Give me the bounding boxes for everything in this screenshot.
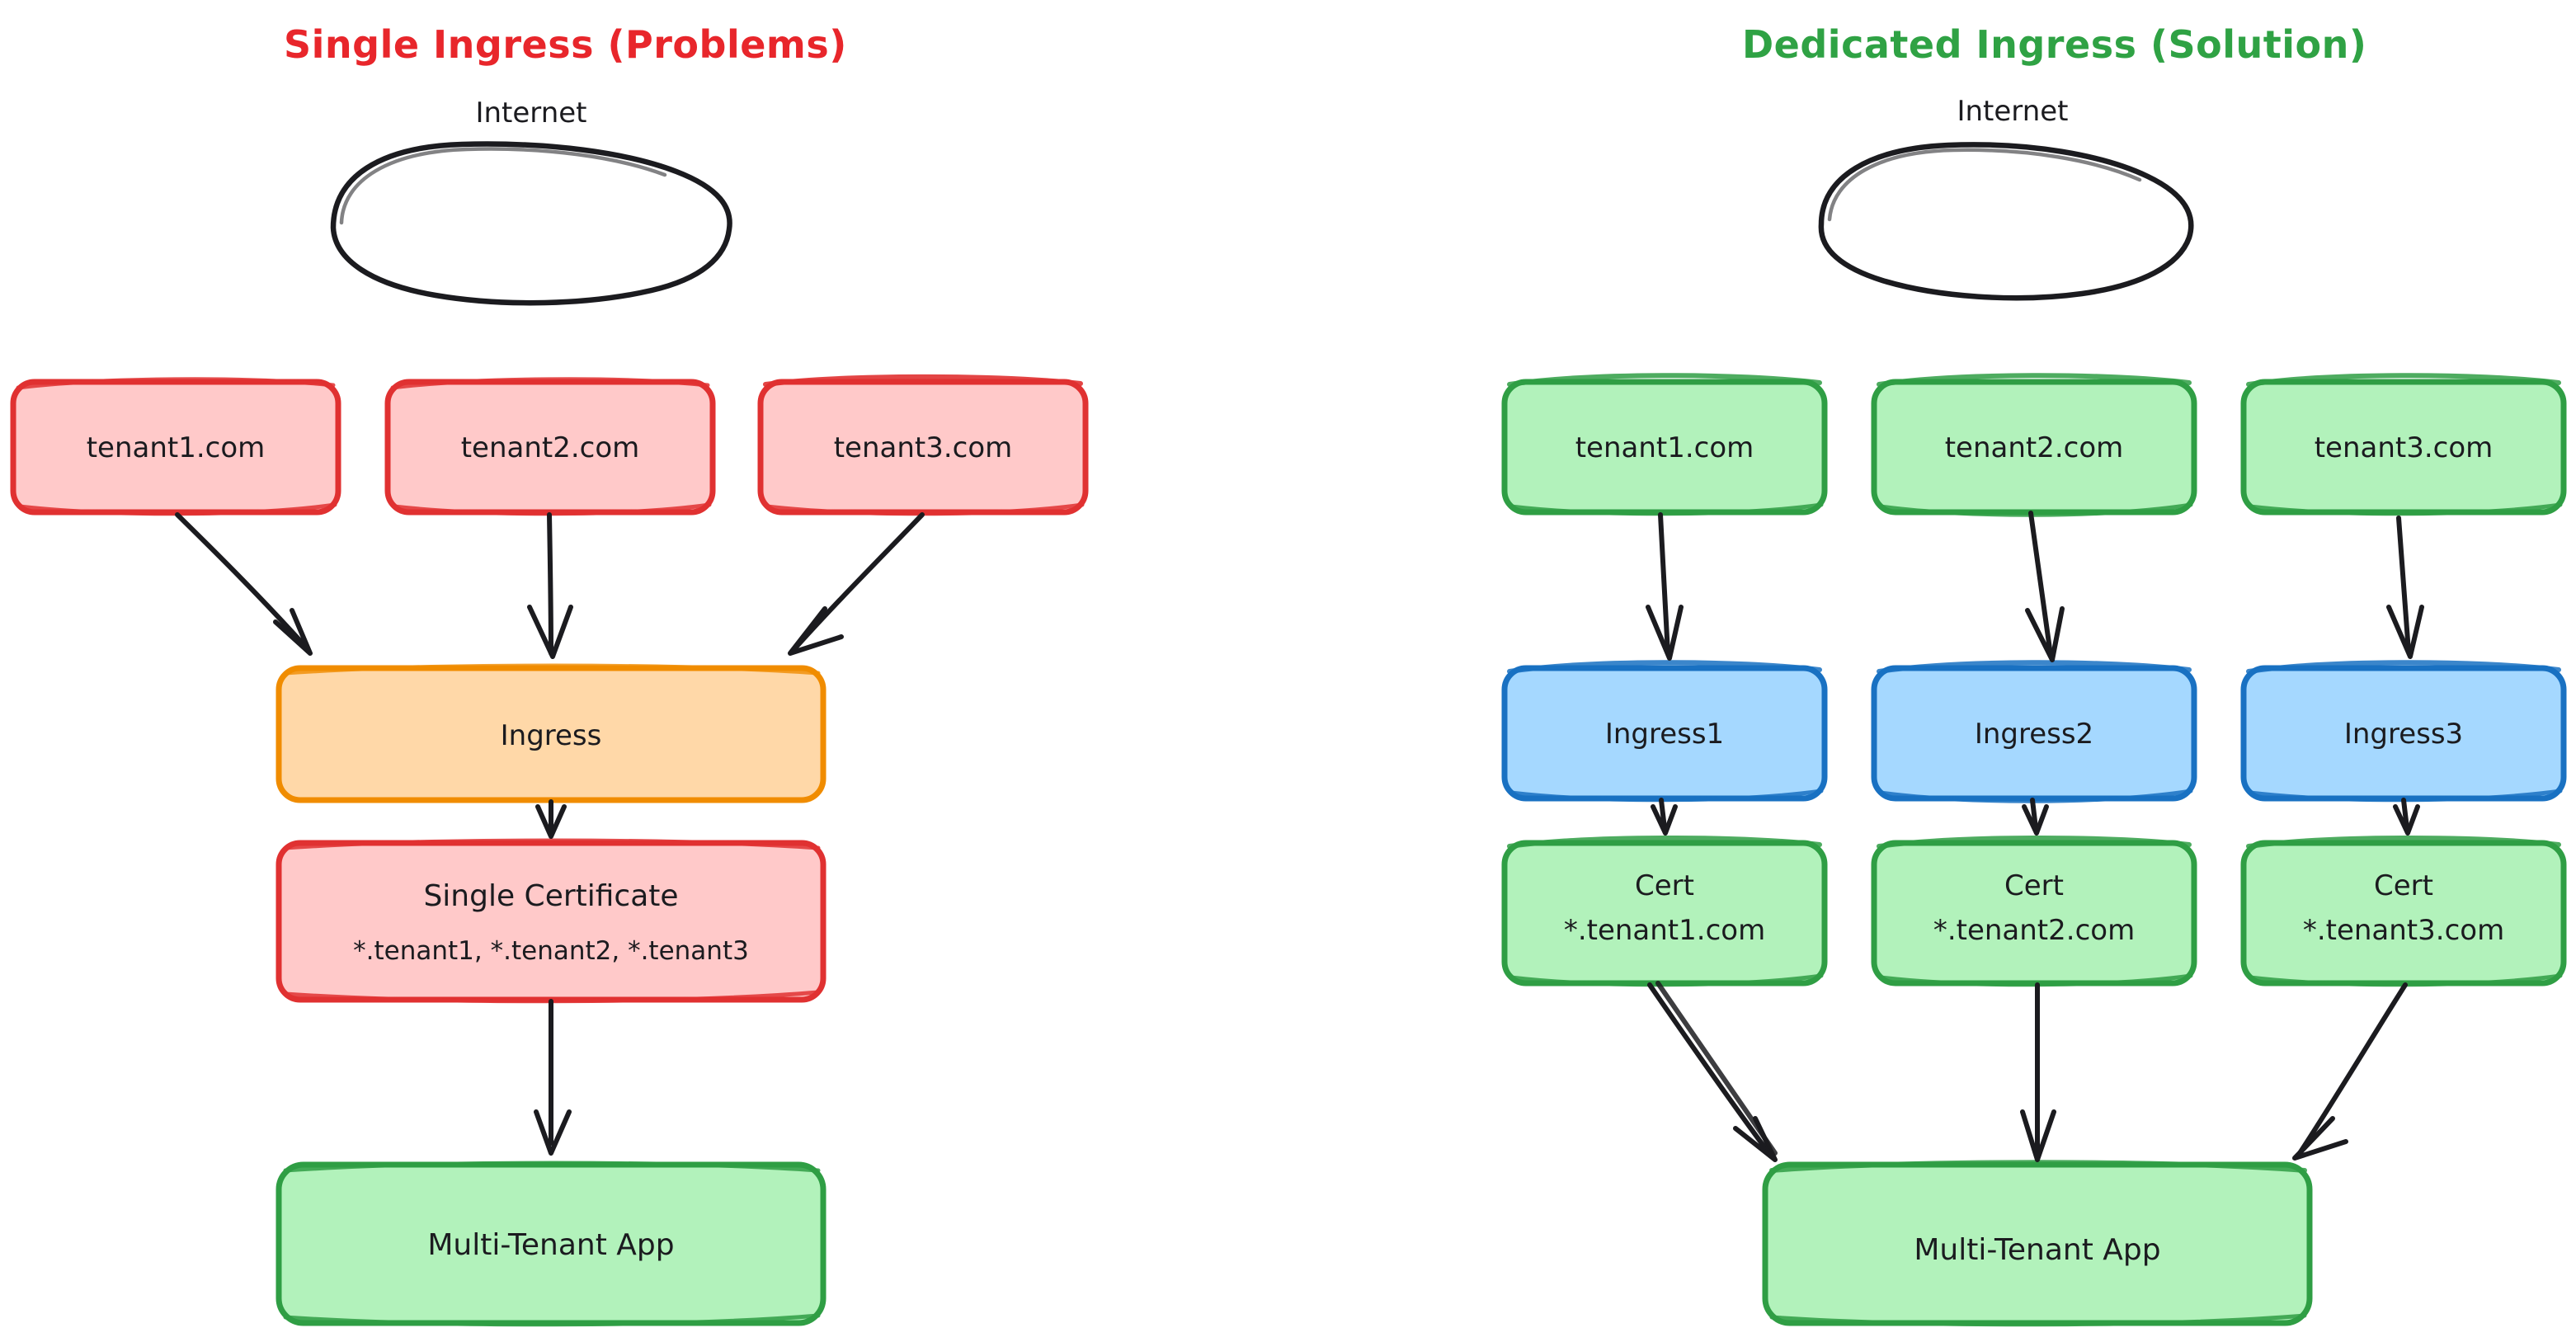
node-tenant3-left-label: tenant3.com bbox=[834, 431, 1013, 464]
node-tenant2-left-sketch-bottom bbox=[392, 502, 712, 516]
edge-tenant2-to-ingress2 bbox=[2025, 511, 2065, 662]
internet-ellipse-right-outline bbox=[1818, 142, 2194, 301]
node-ingress2-label: Ingress2 bbox=[1975, 718, 2093, 751]
edge-certificate-to-app-left bbox=[534, 999, 572, 1156]
internet-ellipse-right-sketch bbox=[1827, 148, 2142, 222]
node-tenant3-right[interactable]: tenant3.com bbox=[2240, 373, 2567, 516]
node-tenant2-right-box bbox=[1871, 379, 2197, 516]
node-ingress3[interactable]: Ingress3 bbox=[2240, 660, 2567, 803]
node-cert1-line2: *.tenant1.com bbox=[1564, 914, 1765, 947]
edge-cert3-to-app bbox=[2292, 982, 2408, 1161]
node-tenant1-left-sketch-top bbox=[16, 377, 336, 390]
internet-node-left: Internet bbox=[330, 97, 732, 306]
node-tenant3-right-label: tenant3.com bbox=[2315, 431, 2494, 464]
node-single-certificate-line1: Single Certificate bbox=[423, 879, 678, 913]
node-tenant2-left-sketch-top bbox=[390, 377, 710, 390]
node-tenant2-right-sketch-bottom bbox=[1878, 502, 2193, 517]
node-cert2-line1: Cert bbox=[2004, 869, 2064, 902]
node-cert2-sketch-top bbox=[1877, 836, 2192, 849]
node-cert2-box bbox=[1871, 840, 2197, 986]
internet-ellipse-left-sketch bbox=[339, 147, 667, 225]
node-cert2-line2: *.tenant2.com bbox=[1933, 914, 2135, 947]
edge-tenant3-to-ingress-left bbox=[788, 512, 925, 656]
node-multi-tenant-app-left-sketch-bottom bbox=[283, 1313, 821, 1327]
edge-tenant1-to-ingress1 bbox=[1646, 512, 1684, 661]
node-ingress2-sketch-bottom bbox=[1878, 789, 2193, 803]
node-cert3-box bbox=[2240, 840, 2567, 986]
node-ingress-left-sketch-top bbox=[283, 663, 821, 676]
internet-ellipse-left-outline bbox=[330, 141, 732, 306]
node-cert1-sketch-bottom bbox=[1509, 973, 1824, 987]
node-ingress1-sketch-top bbox=[1507, 660, 1822, 674]
node-cert1-line1: Cert bbox=[1635, 869, 1694, 902]
node-ingress3-sketch-top bbox=[2246, 660, 2561, 674]
node-multi-tenant-app-left-sketch-top bbox=[283, 1161, 821, 1173]
node-single-certificate-sketch-top bbox=[283, 838, 821, 850]
node-tenant3-left-sketch-top bbox=[763, 374, 1083, 387]
node-tenant2-left-label: tenant2.com bbox=[461, 431, 640, 464]
node-tenant1-right-sketch-bottom bbox=[1509, 502, 1824, 516]
node-cert3-sketch-top bbox=[2246, 836, 2561, 849]
node-single-certificate-box bbox=[275, 840, 826, 1003]
node-tenant2-right-sketch-top bbox=[1877, 373, 2192, 387]
node-single-certificate-line2: *.tenant1, *.tenant2, *.tenant3 bbox=[353, 936, 749, 966]
node-cert3-line2: *.tenant3.com bbox=[2303, 914, 2504, 947]
node-tenant3-left-sketch-bottom bbox=[765, 502, 1085, 516]
node-tenant2-right[interactable]: tenant2.com bbox=[1871, 373, 2197, 517]
node-cert1-box bbox=[1501, 840, 1828, 986]
edge-tenant1-to-ingress-left bbox=[175, 512, 313, 656]
node-ingress-left-label: Ingress bbox=[501, 719, 602, 752]
node-single-certificate[interactable]: Single Certificate *.tenant1, *.tenant2,… bbox=[275, 838, 826, 1004]
node-multi-tenant-app-left[interactable]: Multi-Tenant App bbox=[275, 1161, 826, 1327]
node-tenant1-right[interactable]: tenant1.com bbox=[1501, 373, 1828, 516]
node-ingress2[interactable]: Ingress2 bbox=[1871, 660, 2197, 803]
edge-cert1-to-app bbox=[1647, 981, 1778, 1162]
node-tenant1-right-sketch-top bbox=[1507, 373, 1822, 387]
panel-single-ingress: Single Ingress (Problems) Internet tenan… bbox=[10, 22, 1089, 1327]
node-cert3[interactable]: Cert *.tenant3.com bbox=[2240, 836, 2567, 987]
edge-tenant2-to-ingress-left bbox=[527, 512, 573, 659]
node-ingress-left[interactable]: Ingress bbox=[275, 663, 826, 803]
node-cert1-sketch-top bbox=[1507, 836, 1822, 849]
node-multi-tenant-app-left-label: Multi-Tenant App bbox=[427, 1228, 674, 1262]
node-tenant1-right-label: tenant1.com bbox=[1575, 431, 1754, 464]
node-tenant1-left-label: tenant1.com bbox=[87, 431, 266, 464]
node-multi-tenant-app-right-sketch-top bbox=[1769, 1160, 2307, 1173]
node-tenant1-left[interactable]: tenant1.com bbox=[10, 377, 341, 516]
edge-ingress-to-certificate-left bbox=[535, 799, 567, 839]
node-multi-tenant-app-right[interactable]: Multi-Tenant App bbox=[1762, 1160, 2313, 1327]
edge-ingress1-to-cert1 bbox=[1651, 798, 1678, 836]
edge-ingress3-to-cert3 bbox=[2393, 798, 2420, 836]
node-tenant2-left[interactable]: tenant2.com bbox=[384, 377, 716, 516]
node-ingress2-sketch-top bbox=[1877, 660, 2192, 674]
node-multi-tenant-app-right-sketch-bottom bbox=[1769, 1313, 2307, 1327]
panel-title-single-ingress: Single Ingress (Problems) bbox=[284, 22, 847, 67]
internet-node-right: Internet bbox=[1818, 95, 2194, 301]
panel-title-dedicated-ingress: Dedicated Ingress (Solution) bbox=[1742, 22, 2366, 67]
node-tenant3-left[interactable]: tenant3.com bbox=[757, 374, 1089, 516]
internet-label-left: Internet bbox=[475, 97, 586, 129]
node-ingress1[interactable]: Ingress1 bbox=[1501, 660, 1828, 803]
node-cert1[interactable]: Cert *.tenant1.com bbox=[1501, 836, 1828, 987]
panel-dedicated-ingress: Dedicated Ingress (Solution) Internet te… bbox=[1501, 22, 2567, 1327]
edge-ingress2-to-cert2 bbox=[2022, 798, 2049, 836]
node-ingress1-sketch-bottom bbox=[1509, 789, 1824, 803]
node-cert3-line1: Cert bbox=[2374, 869, 2433, 902]
node-tenant2-right-label: tenant2.com bbox=[1945, 431, 2124, 464]
edge-cert2-to-app bbox=[2020, 982, 2056, 1162]
node-tenant3-right-sketch-top bbox=[2246, 373, 2561, 387]
node-ingress1-label: Ingress1 bbox=[1605, 718, 1724, 751]
node-cert2[interactable]: Cert *.tenant2.com bbox=[1871, 836, 2197, 987]
node-ingress3-label: Ingress3 bbox=[2344, 718, 2463, 751]
edge-tenant3-to-ingress3 bbox=[2386, 516, 2424, 659]
node-tenant3-right-sketch-bottom bbox=[2248, 502, 2563, 516]
internet-label-right: Internet bbox=[1957, 95, 2068, 128]
node-multi-tenant-app-right-label: Multi-Tenant App bbox=[1914, 1233, 2160, 1267]
